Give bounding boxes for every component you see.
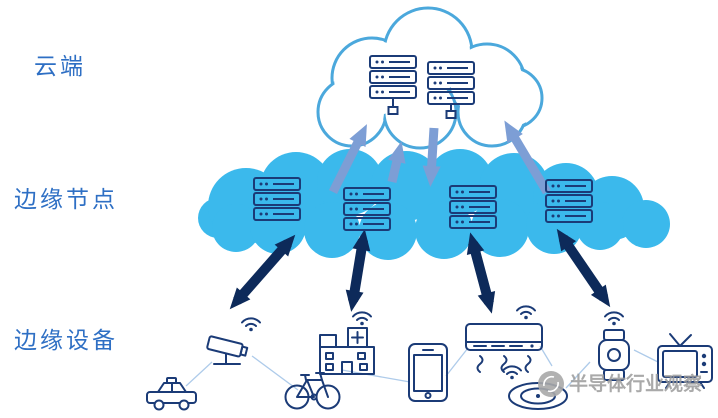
arrow-to-ac — [466, 232, 496, 314]
wifi-icon — [352, 311, 372, 327]
smartwatch-icon — [598, 311, 630, 381]
label-cloud: 云端 — [34, 53, 86, 79]
device-network-lines — [185, 345, 659, 391]
arrow-down-center — [422, 127, 441, 187]
label-edge-nodes: 边缘节点 — [14, 186, 118, 212]
police-car-icon — [146, 377, 197, 411]
edge-server-2 — [344, 188, 390, 230]
television-icon — [657, 333, 713, 389]
cctv-camera-icon — [206, 317, 261, 365]
hospital-building-icon — [319, 311, 375, 375]
air-conditioner-icon — [465, 305, 543, 373]
arrow-to-camera — [229, 234, 296, 310]
arrow-up-right — [504, 120, 551, 195]
wifi-icon — [502, 365, 522, 381]
airflow-line — [476, 355, 484, 373]
smartphone-icon — [408, 343, 448, 402]
arrow-up-left — [328, 124, 367, 195]
label-edge-devices: 边缘设备 — [14, 327, 118, 353]
cloud-shape — [316, 6, 544, 150]
arrow-up-small — [387, 141, 406, 184]
airflow-line — [500, 355, 508, 373]
wifi-icon — [516, 305, 536, 321]
arrow-to-watch — [556, 228, 611, 308]
edge-devices-row — [146, 305, 713, 411]
cloud-fill — [320, 10, 540, 146]
bicycle-icon — [284, 372, 341, 410]
edge-server-4 — [546, 180, 592, 222]
watermark: 半导体行业观察 — [538, 371, 703, 397]
edge-server-1 — [254, 178, 300, 220]
cloud-edge-arrows — [328, 120, 551, 195]
airflow-line — [524, 355, 532, 373]
watermark-text: 半导体行业观察 — [569, 372, 703, 395]
cloud-server-rack-2 — [428, 62, 474, 119]
watermark-logo-icon — [538, 371, 564, 397]
wifi-icon — [241, 317, 261, 333]
cloud-server-rack-1 — [370, 56, 416, 115]
arrow-to-hospital — [345, 229, 371, 312]
edge-server-3 — [450, 186, 496, 228]
edge-device-arrows — [229, 228, 611, 314]
wifi-icon — [604, 311, 624, 327]
